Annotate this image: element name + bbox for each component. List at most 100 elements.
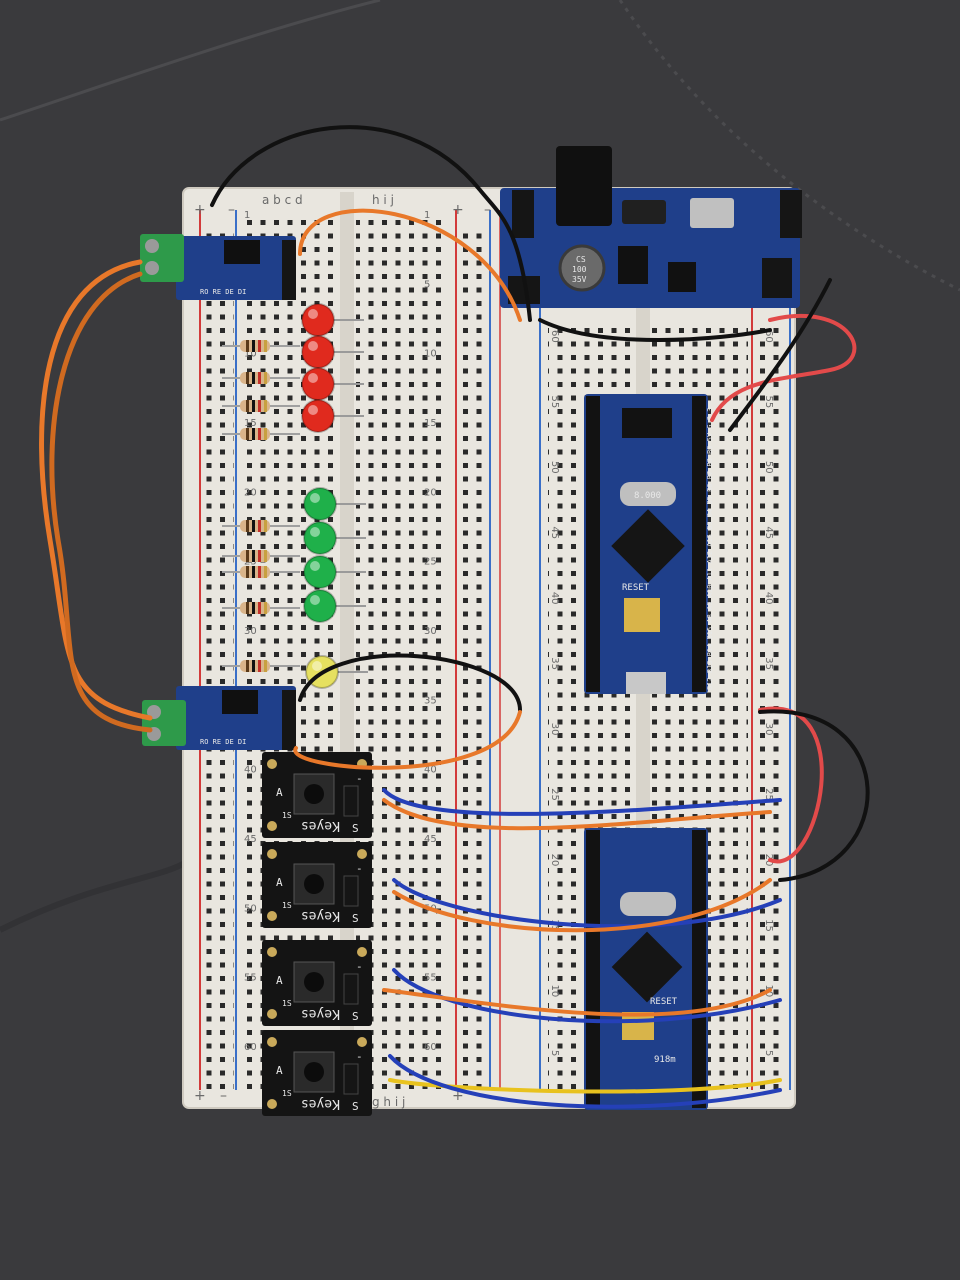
row-number-left: 50 — [244, 903, 257, 914]
led-red — [301, 303, 364, 337]
capacitor-text-1: CS — [576, 255, 586, 264]
row-number-right-far: 60 — [763, 330, 774, 343]
terminal-screw-3 — [147, 705, 161, 719]
resistor — [222, 428, 300, 440]
rs485-bottom-pins: RO RE DE DI — [200, 738, 246, 746]
wire-blue-1 — [382, 788, 782, 816]
row-number-right-far: 5 — [763, 1050, 774, 1056]
rail-plus-bottom-mid: + — [452, 1088, 464, 1104]
pin-label-a: A — [276, 1064, 283, 1077]
rail-minus-top-mid: – — [484, 202, 491, 218]
push-button-cap[interactable] — [304, 1062, 324, 1082]
keyes-brand-label: Keyes — [301, 1006, 340, 1021]
row-number-mid: 45 — [424, 834, 437, 845]
wire-orange-twisted-b — [49, 271, 153, 733]
capacitor-text-3: 35V — [572, 275, 587, 284]
push-button-cap[interactable] — [304, 874, 324, 894]
bluepill-bottom-header-left — [586, 830, 600, 1108]
terminal-screw-2 — [145, 261, 159, 275]
pin-label-a: A — [276, 974, 283, 987]
bluepill-bottom-board-mark: 918m — [654, 1055, 676, 1065]
row-number-mid: 1 — [424, 210, 430, 221]
row-number-right-far: 30 — [763, 723, 774, 736]
keyes-brand-label: Keyes — [301, 818, 340, 833]
row-number-mid: 15 — [424, 418, 437, 429]
bluepill-top-header-right — [692, 396, 706, 692]
row-number-right: 25 — [549, 788, 560, 801]
pin-label-minus: - — [356, 862, 363, 875]
wire-blue-3 — [392, 968, 782, 1024]
wire-black-mid — [298, 653, 522, 712]
row-number-left: 45 — [244, 834, 257, 845]
row-number-right: 60 — [549, 330, 560, 343]
rail-plus-bottom-left: + — [194, 1088, 206, 1104]
column-letters-top-left: a b c d — [262, 193, 303, 207]
resistor-column — [222, 340, 300, 672]
bluepill-top-reset-button — [624, 598, 660, 632]
row-number-left: 1 — [244, 210, 250, 221]
resistor — [222, 400, 300, 412]
power-supply-module — [500, 146, 802, 308]
led-red — [301, 399, 364, 433]
bluepill-top-crystal-label: 8.000 — [634, 491, 661, 501]
pin-label-minus: - — [356, 772, 363, 785]
voltage-jumper-right — [780, 190, 802, 238]
bluepill-top-reset-label: RESET — [622, 583, 650, 593]
bluepill-bottom-crystal — [620, 892, 676, 916]
bluepill-top-jumpers — [622, 408, 672, 438]
row-number-right-far: 15 — [763, 919, 774, 932]
resistor — [222, 566, 300, 578]
bluepill-top-header-left — [586, 396, 600, 692]
voltage-jumper-left — [512, 190, 534, 238]
column-letters-bottom-right: g h i j — [372, 1095, 405, 1109]
push-button-cap[interactable] — [304, 784, 324, 804]
row-number-mid: 30 — [424, 626, 437, 637]
pin-label-1s: 1S — [282, 1089, 292, 1098]
row-number-mid: 20 — [424, 487, 437, 498]
pin-label-a: A — [276, 876, 283, 889]
fabric-seam-right — [618, 0, 960, 292]
row-number-mid: 40 — [424, 765, 437, 776]
row-number-mid: 35 — [424, 695, 437, 706]
row-number-right: 10 — [549, 985, 560, 998]
row-number-right: 45 — [549, 526, 560, 539]
row-number-mid: 25 — [424, 557, 437, 568]
resistor — [222, 660, 300, 672]
rail-plus-top-left: + — [194, 202, 206, 218]
pin-label-s: S — [352, 822, 359, 835]
usb-port — [690, 198, 734, 228]
row-number-right: 35 — [549, 657, 560, 670]
wires — [39, 125, 870, 1109]
power-switch — [622, 200, 666, 224]
fabric-seam — [0, 0, 381, 122]
bluepill-bottom-reset-button — [622, 1012, 654, 1040]
capacitor — [558, 244, 606, 292]
led-green — [303, 589, 366, 623]
row-number-right-far: 55 — [763, 395, 774, 408]
rail-minus-bottom-left: – — [220, 1088, 227, 1104]
rail-minus-top-left: – — [228, 202, 235, 218]
led-column — [301, 303, 368, 689]
row-number-right-far: 50 — [763, 461, 774, 474]
push-button-cap[interactable] — [304, 972, 324, 992]
rs485-module-top — [140, 234, 296, 300]
rs485-header-top — [282, 240, 296, 300]
terminal-block-bottom — [142, 700, 186, 746]
wire-orange-3 — [382, 988, 772, 1017]
row-number-left: 30 — [244, 626, 257, 637]
wire-orange-twisted-a — [39, 259, 153, 721]
holes-left-rail — [206, 230, 234, 1090]
rs485-header-bottom — [282, 690, 296, 750]
rs485-chip-top — [224, 240, 260, 264]
row-number-right: 5 — [549, 1050, 560, 1056]
wire-black-ps — [538, 318, 772, 342]
led-green — [303, 487, 366, 521]
led-red — [301, 367, 364, 401]
pin-label-s: S — [352, 912, 359, 925]
row-number-mid: 5 — [424, 279, 430, 290]
